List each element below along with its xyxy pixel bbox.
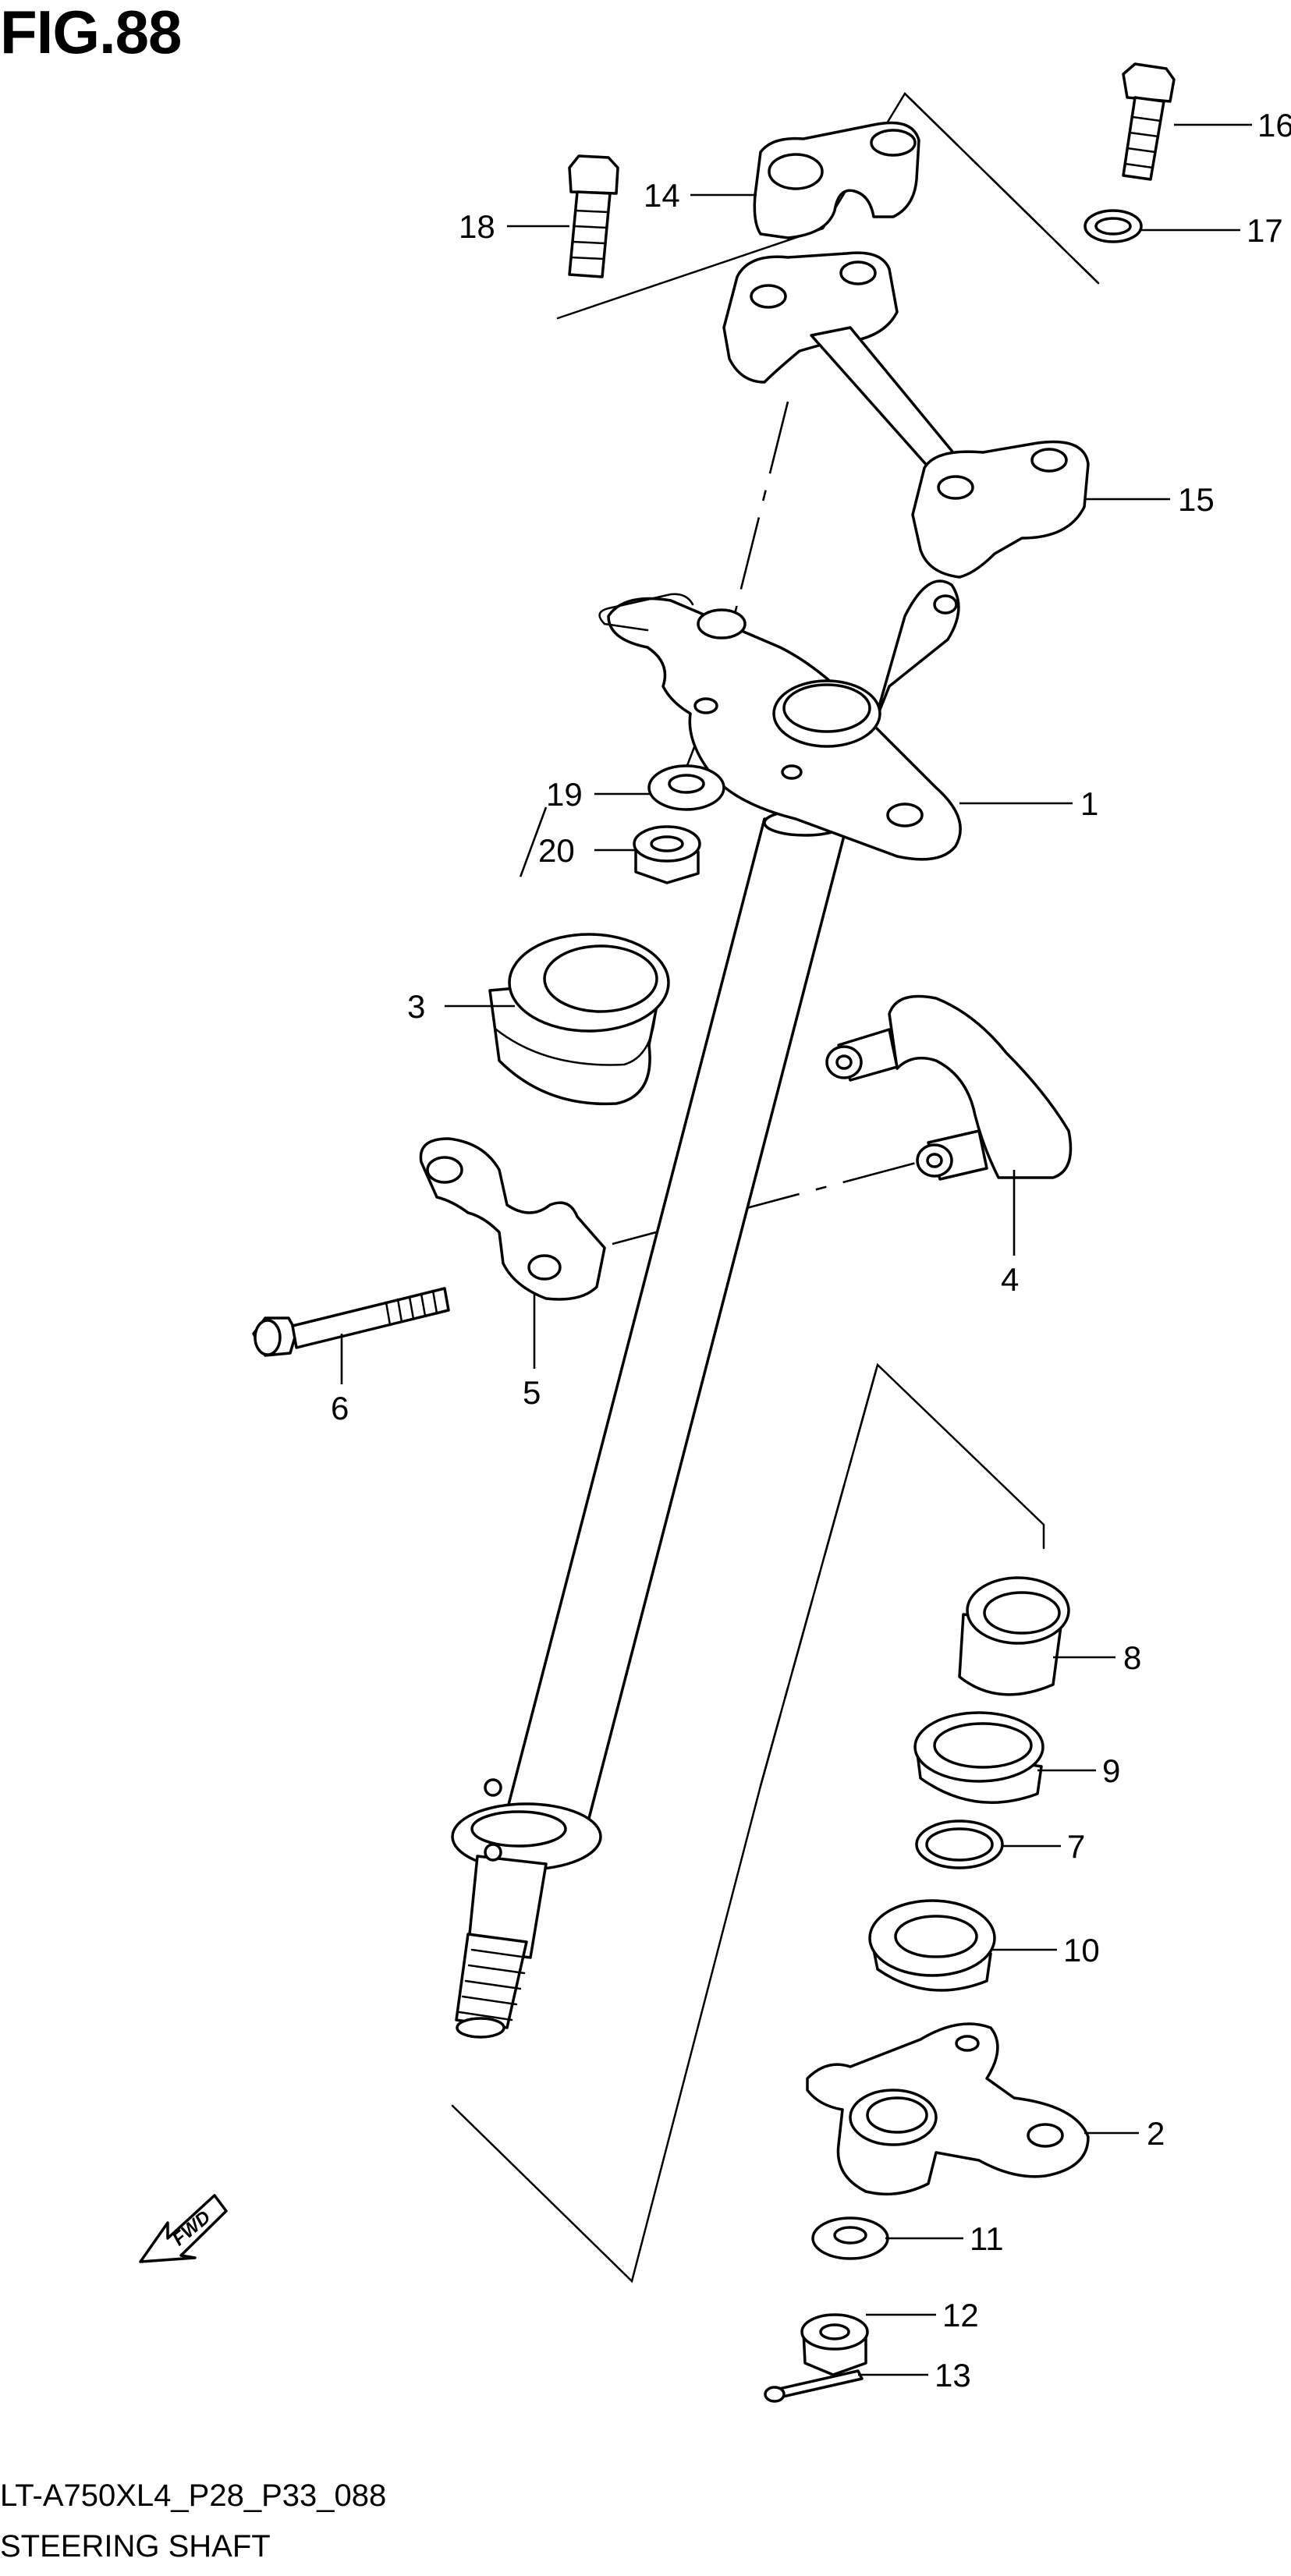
model-code: LT-A750XL4_P28_P33_088 (0, 2479, 387, 2513)
callout-numbers: 1 2 3 4 5 6 7 8 9 10 11 12 13 14 15 16 1… (331, 107, 1291, 2394)
callout-3: 3 (407, 988, 425, 1025)
part-1-upper-bracket (598, 579, 962, 861)
part-14-handlebar-holder-upper (753, 121, 920, 239)
callout-1: 1 (1080, 785, 1098, 822)
part-15-handlebar-holder-lower (722, 251, 1090, 579)
callout-18: 18 (459, 208, 495, 245)
assembly-guide-lines (451, 92, 1100, 2284)
fwd-direction-badge: FWD (139, 2194, 228, 2263)
part-16-bolt (1122, 62, 1176, 181)
figure-caption: STEERING SHAFT (0, 2529, 271, 2564)
part-11-washer (811, 2216, 889, 2260)
part-4-shaft-holder (825, 994, 1073, 1181)
callout-19: 19 (546, 776, 583, 813)
callout-14: 14 (644, 177, 680, 214)
callout-7: 7 (1067, 1828, 1085, 1865)
callout-5: 5 (523, 1374, 541, 1411)
callout-17: 17 (1247, 212, 1283, 249)
part-5-shaft-clamp (419, 1137, 606, 1301)
callout-8: 8 (1123, 1639, 1141, 1676)
leader-lines (340, 123, 1252, 2376)
part-3-bushing (488, 933, 670, 1106)
figure-title: FIG.88 (0, 0, 182, 66)
callout-6: 6 (331, 1390, 349, 1426)
part-13-cotter-pin (764, 2369, 864, 2403)
callout-4: 4 (1001, 1261, 1019, 1298)
part-8-bushing (958, 1576, 1070, 1696)
part-7-o-ring (915, 1819, 1004, 1869)
callout-9: 9 (1102, 1752, 1120, 1789)
part-10-seal-housing (868, 1899, 996, 1992)
part-6-bolt (252, 1287, 450, 1357)
callout-10: 10 (1063, 1932, 1100, 1968)
part-19-washer (647, 764, 725, 811)
callout-16: 16 (1257, 107, 1291, 144)
part-18-bolt (568, 154, 619, 278)
part-20-nut (633, 825, 701, 884)
part-9-seal (913, 1711, 1045, 1804)
part-2-steering-arm (806, 2022, 1090, 2196)
callout-13: 13 (935, 2357, 971, 2394)
callout-15: 15 (1178, 481, 1215, 518)
steering-shaft (451, 809, 848, 2039)
callout-11: 11 (970, 2220, 1004, 2257)
callout-12: 12 (942, 2297, 979, 2333)
callout-2: 2 (1147, 2115, 1165, 2152)
part-17-washer (1084, 209, 1143, 243)
callout-20: 20 (538, 832, 575, 869)
part-12-castle-nut (800, 2313, 869, 2376)
